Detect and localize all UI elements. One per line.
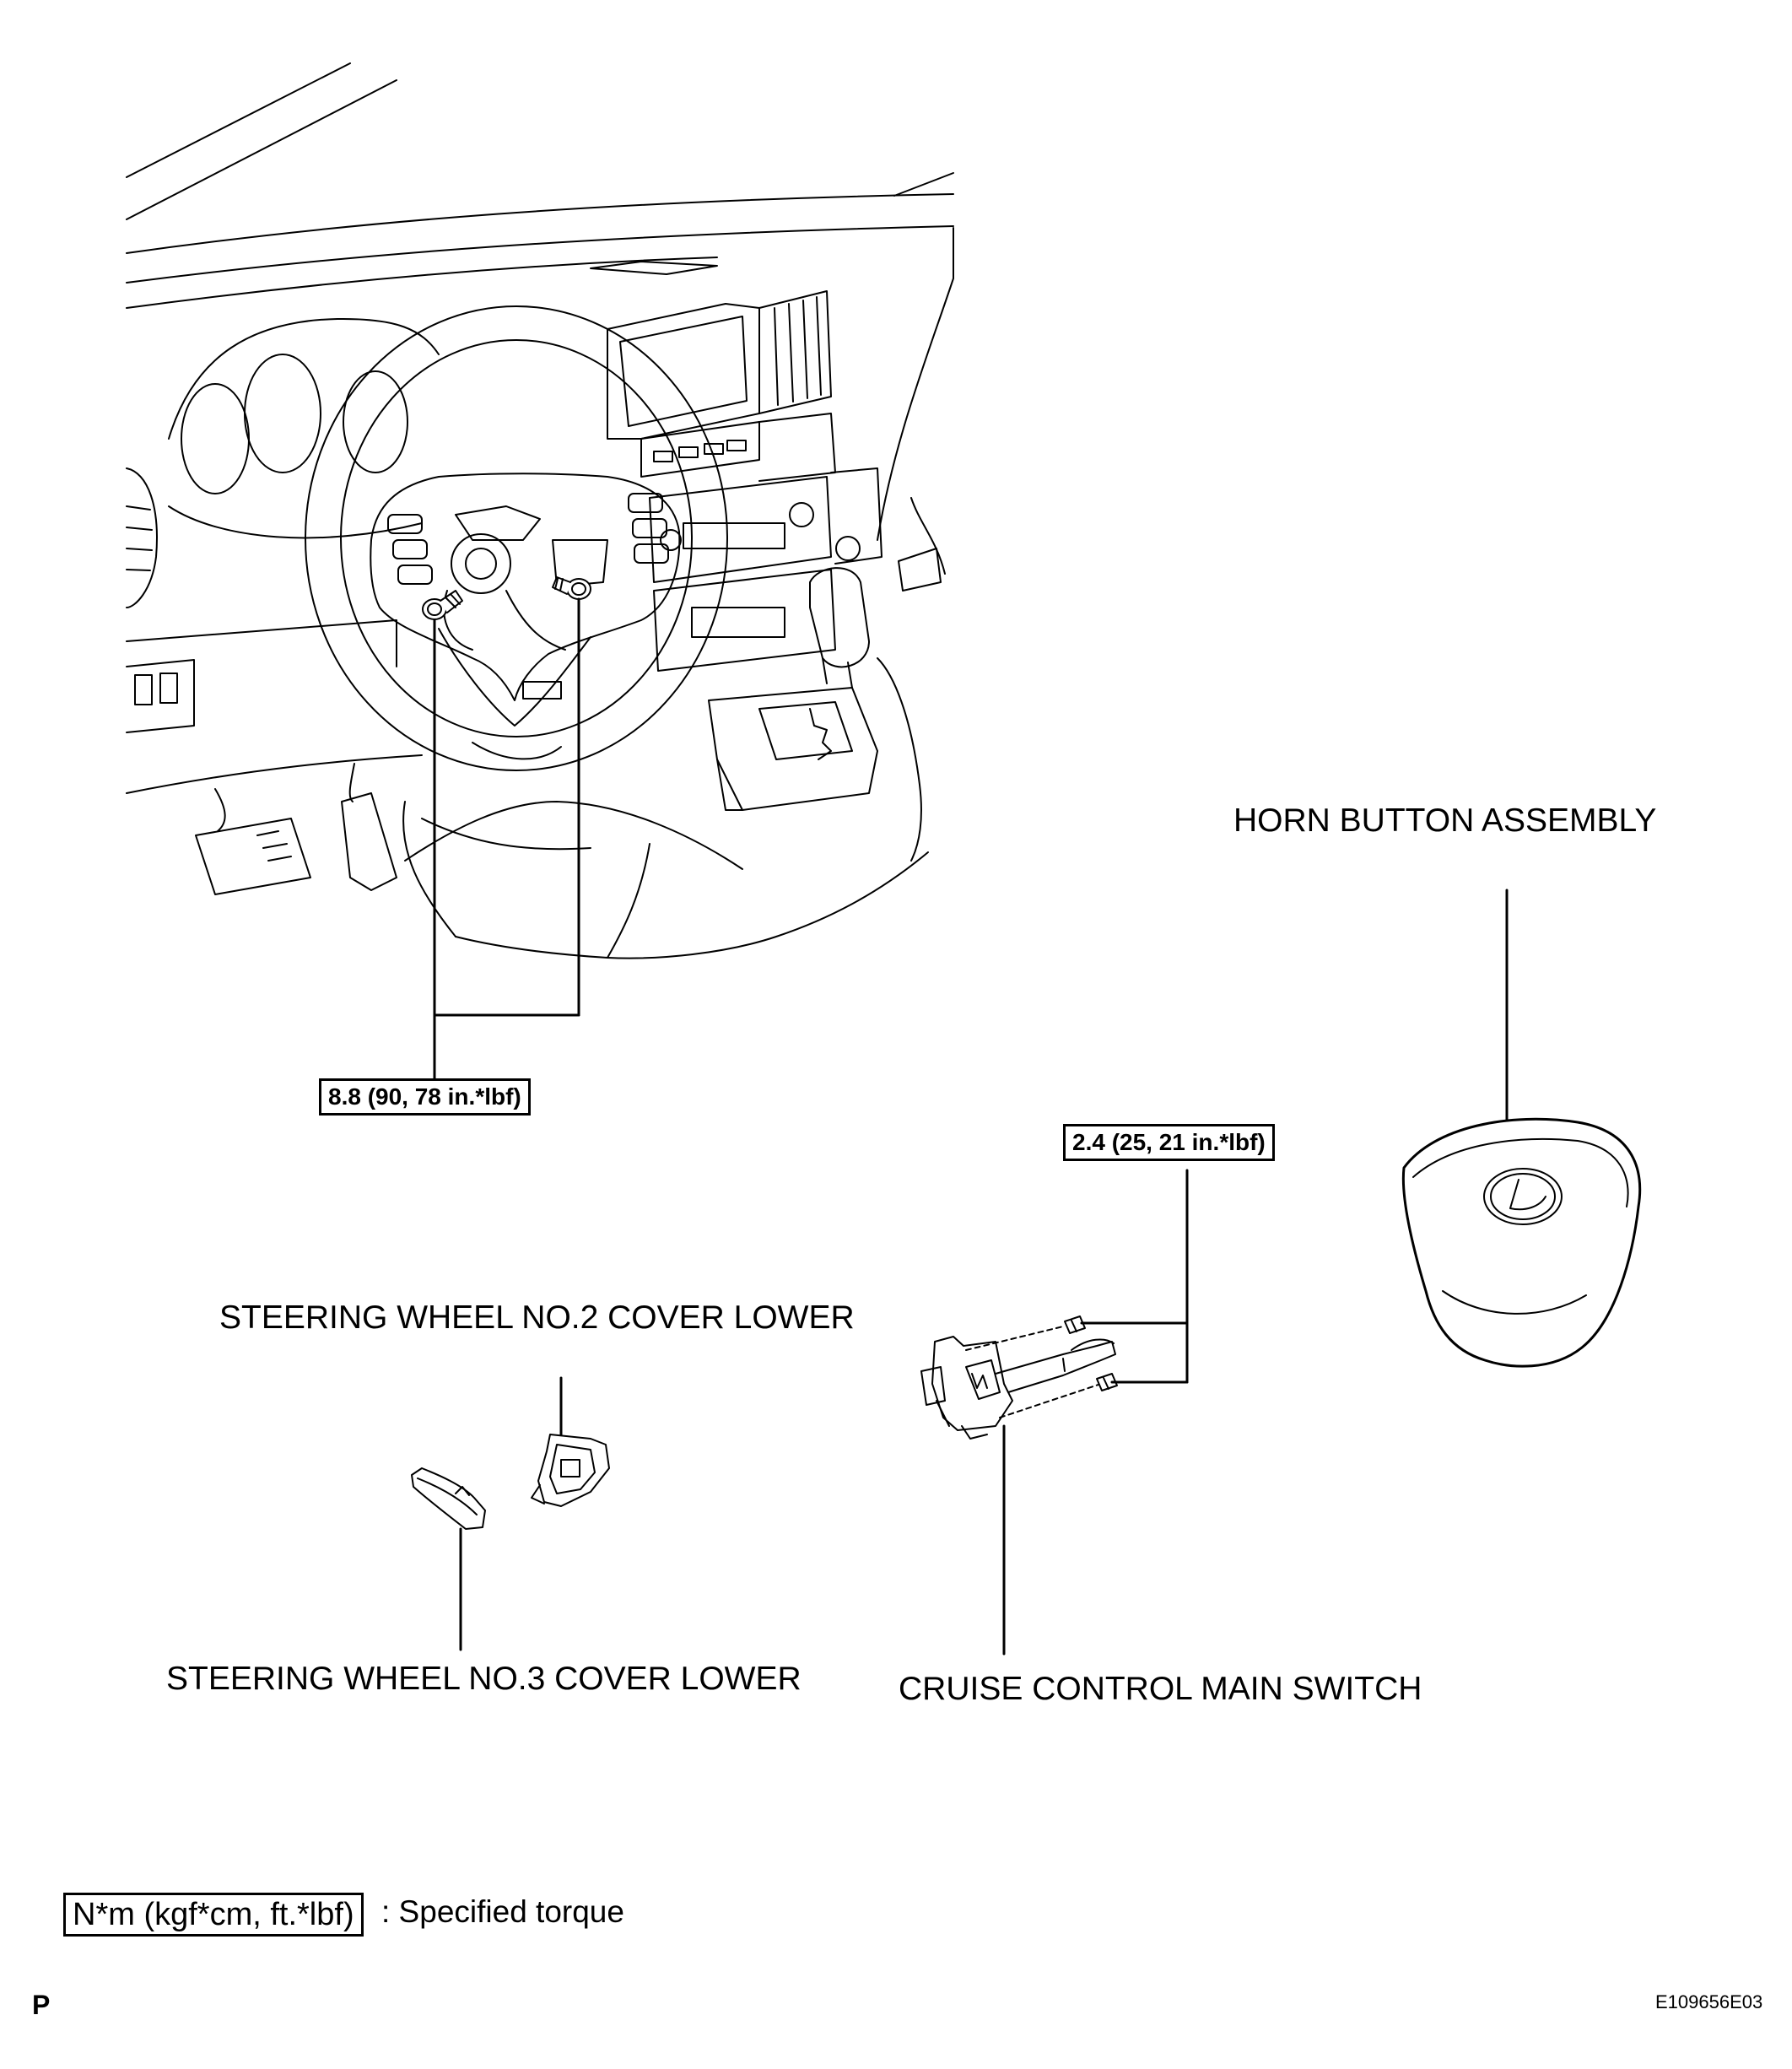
dashboard-illustration	[127, 63, 953, 959]
cover-no2-drawing	[532, 1434, 609, 1506]
legend-description: : Specified torque	[381, 1894, 624, 1929]
horn-button-label: HORN BUTTON ASSEMBLY	[1233, 802, 1657, 839]
horn-bolt-right	[553, 577, 591, 599]
switch-leader-lines	[1004, 1170, 1187, 1654]
cruise-switch-label: CRUISE CONTROL MAIN SWITCH	[899, 1671, 1422, 1707]
cover-no3-label: STEERING WHEEL NO.3 COVER LOWER	[166, 1661, 802, 1697]
cover-no3-drawing	[412, 1468, 485, 1529]
bolt-leader-lines	[435, 599, 579, 1091]
figure-id: E109656E03	[1655, 1991, 1763, 2012]
legend-torque-unit: N*m (kgf*cm, ft.*lbf)	[63, 1893, 364, 1937]
horn-button-drawing	[1403, 1119, 1639, 1366]
switch-screw-torque: 2.4 (25, 21 in.*lbf)	[1063, 1124, 1275, 1161]
footer-left-mark: P	[32, 1990, 51, 2020]
horn-bolt-left	[423, 591, 462, 619]
cover-no2-label: STEERING WHEEL NO.2 COVER LOWER	[219, 1299, 855, 1336]
cruise-switch-drawing	[921, 1316, 1117, 1439]
horn-bolt-torque: 8.8 (90, 78 in.*lbf)	[319, 1078, 531, 1116]
